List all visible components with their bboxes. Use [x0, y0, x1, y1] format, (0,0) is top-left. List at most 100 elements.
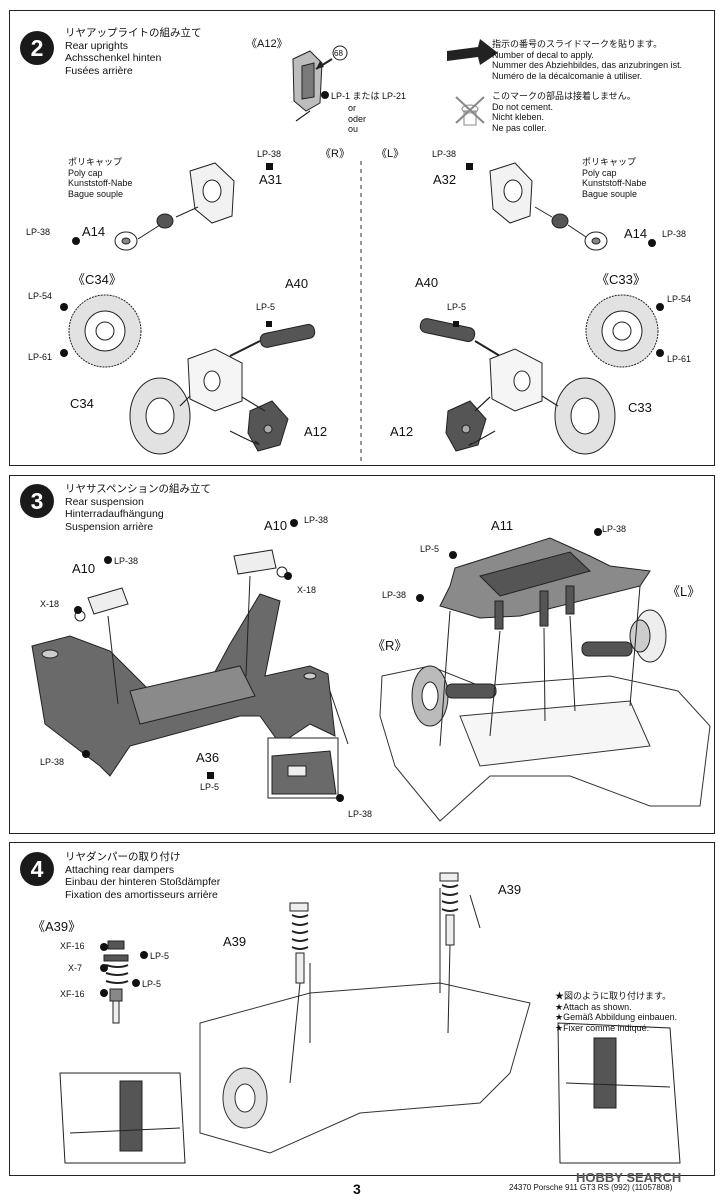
- lp54-label: LP-54: [667, 294, 692, 304]
- note-line: Number of decal to apply.: [492, 49, 594, 60]
- or-word: ou: [348, 124, 359, 135]
- lp38-label: LP-38: [348, 809, 373, 819]
- lp38-label: LP-38: [40, 757, 65, 767]
- note-line: Nicht kleben.: [492, 112, 545, 123]
- no-cement-icon: [455, 96, 485, 126]
- lp38-label: LP-38: [114, 556, 139, 566]
- xf16-label: XF-16: [60, 941, 85, 951]
- lp5-label: LP-5: [150, 951, 170, 961]
- c34-header: 《C34》: [72, 272, 122, 287]
- polycap-line: Poly cap: [582, 167, 617, 178]
- title-line: Attaching rear dampers: [65, 863, 175, 876]
- hub-assembly-l: [489, 348, 543, 412]
- damper-a39-l: [439, 872, 459, 946]
- x18-label: X-18: [40, 599, 60, 609]
- lp38-label: LP-38: [304, 515, 329, 525]
- title-line: Suspension arrière: [65, 520, 154, 533]
- caliper-a12-l: [445, 400, 487, 452]
- a36-label: A36: [196, 750, 220, 765]
- title-line: リヤサスペンションの組み立て: [65, 483, 212, 495]
- x18-label: X-18: [297, 585, 317, 595]
- a14-label: A14: [624, 226, 648, 241]
- a31-label: A31: [259, 172, 283, 187]
- x7-label: X-7: [68, 963, 83, 973]
- lp61-label: LP-61: [667, 354, 692, 364]
- step-number-badge: 2: [20, 31, 54, 65]
- upper-arm-a11-drawing: [439, 537, 651, 630]
- title-line: リヤダンパーの取り付け: [65, 851, 181, 863]
- mount-inset-left: [59, 1072, 186, 1164]
- chassis-a36-drawing: [31, 593, 336, 777]
- step-4-title: リヤダンパーの取り付け Attaching rear dampers Einba…: [65, 851, 220, 901]
- polycap-line: Bague souple: [582, 188, 638, 199]
- a40-label: A40: [285, 276, 309, 291]
- lp-pin-markers-step3: [74, 519, 602, 802]
- brake-disc-c34-top: [68, 294, 142, 368]
- decal-note: 指示の番号のスライドマークを貼ります。 Number of decal to a…: [492, 39, 682, 81]
- step-number-badge: 3: [20, 484, 54, 518]
- driveshaft-a40-l: [419, 318, 501, 357]
- title-line: Achsschenkel hinten: [65, 52, 162, 64]
- step-3-title: リヤサスペンションの組み立て Rear suspension Hinterrad…: [65, 483, 211, 533]
- polycap-label-l: ポリキャップ Poly cap Kunststoff-Nabe Bague so…: [582, 157, 646, 199]
- lp38-label: LP-38: [257, 149, 282, 159]
- step-2-illustration: [60, 39, 664, 463]
- note-line: ★Attach as shown.: [555, 1001, 632, 1012]
- step-2-title: リヤアップライトの組み立て Rear uprights Achsschenkel…: [65, 27, 202, 77]
- right-side-tag: 《R》: [372, 638, 408, 653]
- arm-a10-left: [74, 587, 129, 622]
- left-side-tag: 《L》: [376, 148, 405, 160]
- lp38-label: LP-38: [662, 229, 687, 239]
- or-word: or: [348, 103, 357, 113]
- hub-l-drawing: [581, 609, 667, 663]
- damper-a39-r: [289, 902, 309, 984]
- a40-label: A40: [415, 275, 439, 290]
- brake-disc-c33-mounted: [554, 377, 616, 455]
- assembly-arrows-step3: [107, 575, 349, 745]
- lp61-label: LP-61: [28, 352, 53, 362]
- lp38-label: LP-38: [432, 149, 457, 159]
- upright-r-drawing: [114, 162, 235, 251]
- lp5-label: LP-5: [447, 302, 467, 312]
- right-side-tag: 《R》: [320, 148, 350, 160]
- upright-l-drawing: [489, 162, 608, 251]
- polycap-line: Kunststoff-Nabe: [68, 178, 133, 189]
- title-line: Einbau der hinteren Stoßdämpfer: [65, 876, 221, 888]
- a11-label: A11: [491, 518, 514, 533]
- page-number: 3: [353, 1181, 361, 1197]
- note-line: Ne pas coller.: [492, 122, 547, 133]
- step-number-badge: 4: [20, 852, 54, 886]
- a32-label: A32: [433, 172, 457, 187]
- brake-disc-c33-top: [585, 294, 659, 368]
- step-3-panel: 3 リヤサスペンションの組み立て Rear suspension Hinterr…: [9, 475, 715, 834]
- lp5-label: LP-5: [256, 302, 276, 312]
- attach-note: ★図のように取り付けます。 ★Attach as shown. ★Gemäß A…: [555, 991, 677, 1033]
- mount-inset-right: [557, 1022, 681, 1164]
- decal-arrow-icon: [447, 39, 498, 65]
- c34-label: C34: [70, 396, 94, 411]
- caliper-a12-r: [247, 400, 289, 452]
- lp5-label: LP-5: [420, 544, 440, 554]
- polycap-line: Bague souple: [68, 188, 124, 199]
- no-cement-note: このマークの部品は接着しません。 Do not cement. Nicht kl…: [492, 91, 636, 133]
- title-line: Rear suspension: [65, 495, 144, 508]
- polycap-line: Kunststoff-Nabe: [582, 178, 647, 189]
- or-words: or oder ou: [348, 103, 366, 135]
- driveshaft-a40-r: [229, 323, 316, 357]
- polycap-line: ポリキャップ: [582, 157, 637, 167]
- step-4-illustration: [59, 872, 681, 1164]
- lp-pin-markers: [60, 91, 664, 357]
- step-4-panel: 4 リヤダンパーの取り付け Attaching rear dampers Ein…: [9, 842, 715, 1176]
- step4-guide-lines: [289, 888, 481, 1084]
- a12-caliper-drawing: [292, 50, 333, 112]
- step3-guide-lines: [439, 585, 641, 747]
- title-line: Fixation des amortisseurs arrière: [65, 888, 218, 901]
- lp38-label: LP-38: [26, 227, 51, 237]
- xf16-label: XF-16: [60, 989, 85, 999]
- c33-header: 《C33》: [596, 272, 646, 287]
- lp5-label: LP-5: [142, 979, 162, 989]
- lp5-label: LP-5: [200, 782, 220, 792]
- product-line: 24370 Porsche 911 GT3 RS (992) (11057808…: [509, 1183, 673, 1192]
- a10-label: A10: [72, 561, 96, 576]
- a14-label: A14: [82, 224, 106, 239]
